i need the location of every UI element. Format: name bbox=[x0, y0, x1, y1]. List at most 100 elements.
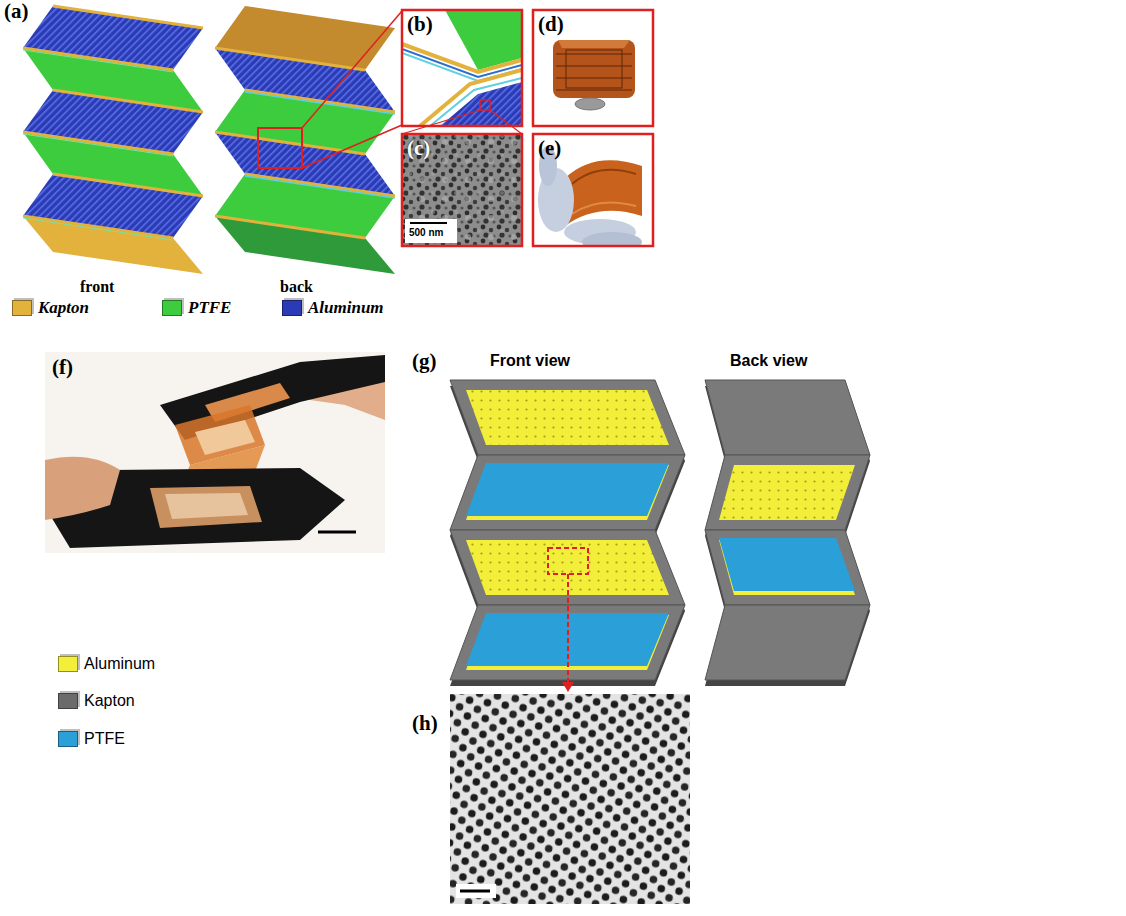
dashed-callout-part bbox=[567, 574, 569, 683]
front-zigzag-part bbox=[53, 174, 203, 196]
back-zigzag-part bbox=[215, 216, 365, 238]
back-view-zigzag-part bbox=[719, 465, 855, 520]
sem-image-part bbox=[450, 694, 690, 904]
dashed-callout-part bbox=[562, 682, 574, 692]
sem-image bbox=[450, 694, 690, 904]
zoom-fold-detail-part bbox=[402, 10, 522, 126]
legend-item: Kapton bbox=[12, 299, 89, 318]
front-zigzag-part bbox=[23, 48, 173, 70]
mounted-device-photo-part bbox=[45, 457, 120, 520]
mounted-device-photo-part bbox=[195, 420, 255, 455]
hand-photo-part bbox=[533, 134, 653, 246]
front-zigzag-part bbox=[23, 216, 173, 238]
panel-letter: (g) bbox=[412, 350, 437, 373]
mounted-device-photo-part bbox=[165, 493, 248, 519]
zoom-fold-detail-part bbox=[420, 70, 522, 126]
hand-photo bbox=[533, 134, 653, 252]
zoom-fold-detail-part bbox=[402, 10, 522, 126]
hand-photo-part bbox=[582, 232, 642, 246]
legend-swatch bbox=[58, 693, 78, 709]
zoom-callout bbox=[258, 11, 402, 168]
legend-swatch bbox=[58, 731, 78, 747]
front-zigzag bbox=[23, 6, 203, 274]
sem-image-part bbox=[460, 890, 490, 893]
front-zigzag-part bbox=[53, 6, 203, 28]
legend-text: Kapton bbox=[38, 299, 89, 318]
hand-photo-part bbox=[538, 146, 642, 246]
panel-letter: (d) bbox=[538, 13, 564, 36]
dashed-callout-part bbox=[548, 548, 588, 574]
legend-item: PTFE bbox=[162, 299, 231, 318]
device-photo-part bbox=[575, 98, 605, 110]
device-photo-part bbox=[556, 53, 632, 55]
back-zigzag-part bbox=[245, 90, 395, 112]
device-photo-part bbox=[566, 50, 622, 88]
back-view-zigzag bbox=[705, 380, 870, 686]
device-photo-part bbox=[556, 65, 632, 67]
sem-image-part bbox=[402, 134, 522, 246]
zoom-fold-detail-part bbox=[430, 78, 522, 126]
back-zigzag-part bbox=[215, 48, 365, 70]
back-view-zigzag-part bbox=[705, 530, 870, 605]
legend-text: Aluminum bbox=[84, 655, 155, 673]
back-view-zigzag-part bbox=[705, 380, 870, 455]
zoom-fold-detail-part bbox=[445, 10, 522, 70]
front-zigzag-part bbox=[23, 50, 173, 72]
device-photo-part bbox=[556, 77, 632, 79]
scale-bar-label: 500 nm bbox=[409, 227, 443, 238]
panel-letter: (c) bbox=[407, 137, 430, 160]
front-view-zigzag bbox=[450, 380, 685, 686]
front-view-zigzag-part bbox=[450, 455, 685, 530]
legend-text: PTFE bbox=[188, 299, 231, 318]
device-photo bbox=[533, 10, 653, 126]
front-zigzag-part bbox=[23, 134, 173, 156]
zoom-fold-detail-part bbox=[402, 10, 522, 126]
legend-text: Aluminum bbox=[308, 299, 384, 318]
sem-image-part bbox=[410, 222, 447, 224]
device-photo-part bbox=[556, 89, 632, 91]
legend-item: Kapton bbox=[58, 692, 135, 710]
mounted-device-photo-part bbox=[45, 352, 385, 553]
hand-photo-part bbox=[572, 170, 636, 184]
hand-photo-part bbox=[572, 202, 636, 214]
zoom-callout-part bbox=[258, 128, 302, 168]
front-zigzag-part bbox=[23, 218, 173, 240]
front-view-zigzag-part bbox=[466, 463, 669, 516]
legend-item: PTFE bbox=[58, 730, 125, 748]
view-caption: back bbox=[280, 278, 313, 296]
front-zigzag-part bbox=[23, 132, 173, 154]
panel-letter: (a) bbox=[4, 0, 29, 23]
hand-photo-part bbox=[565, 160, 642, 226]
front-view-zigzag-part bbox=[450, 380, 685, 455]
front-view-zigzag-part bbox=[466, 390, 669, 445]
device-photo-part bbox=[533, 10, 653, 126]
view-caption: Back view bbox=[730, 352, 807, 370]
panel-letter: (f) bbox=[52, 356, 73, 379]
back-zigzag-part bbox=[245, 176, 395, 198]
sem-image bbox=[402, 134, 522, 246]
legend-swatch bbox=[12, 300, 32, 316]
zoom-fold-detail-part bbox=[480, 100, 490, 110]
sem-image-part bbox=[402, 134, 522, 246]
mounted-device-photo-part bbox=[150, 486, 262, 528]
panel-letter: (b) bbox=[407, 13, 433, 36]
legend-text: PTFE bbox=[84, 730, 125, 748]
sem-image-part bbox=[405, 219, 457, 243]
sem-image-part bbox=[402, 134, 522, 246]
device-photo-part bbox=[553, 40, 635, 98]
device-photo-part bbox=[553, 40, 635, 110]
legend-text: Kapton bbox=[84, 692, 135, 710]
sem-image-part bbox=[456, 884, 496, 898]
back-zigzag-part bbox=[245, 174, 395, 196]
zoom-callout-part bbox=[302, 125, 402, 168]
back-view-zigzag-part bbox=[705, 455, 870, 530]
device-photo-part bbox=[558, 40, 630, 48]
zoom-fold-detail-part bbox=[402, 44, 522, 72]
legend-item: Aluminum bbox=[58, 655, 155, 673]
dashed-callout bbox=[548, 548, 588, 692]
panel-letter: (e) bbox=[538, 137, 561, 160]
front-zigzag-part bbox=[53, 90, 203, 112]
back-zigzag-part bbox=[245, 92, 395, 114]
